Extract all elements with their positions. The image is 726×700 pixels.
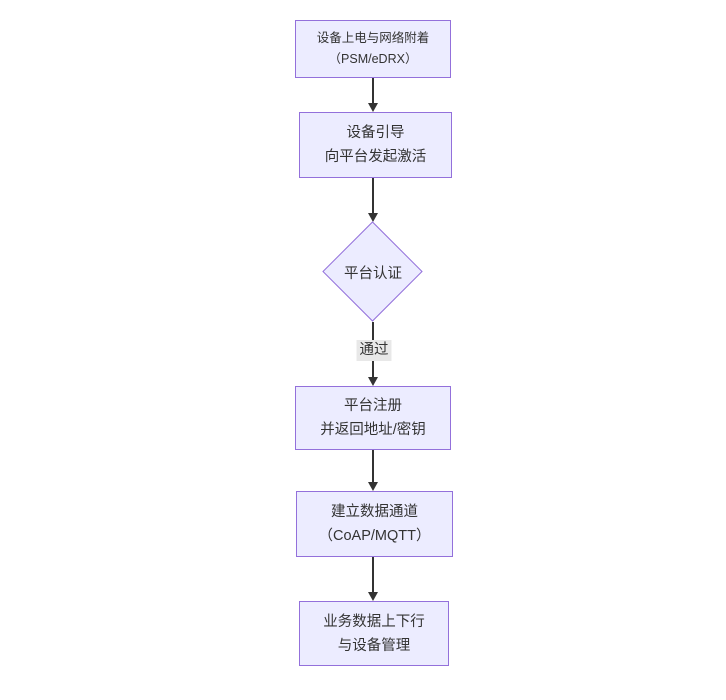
node-data-channel-line1: 建立数据通道 (331, 504, 418, 520)
node-data-channel-line2: （CoAP/MQTT） (318, 528, 431, 544)
arrowhead-down-icon (368, 213, 378, 222)
node-business-line2: 与设备管理 (337, 637, 411, 654)
node-register-line2: 并返回地址/密钥 (320, 422, 426, 438)
arrowhead-down-icon (368, 482, 378, 491)
node-register: 平台注册 并返回地址/密钥 (295, 386, 451, 450)
node-power-attach-line2: （PSM/eDRX） (328, 52, 418, 66)
node-bootstrap: 设备引导 向平台发起激活 (299, 112, 452, 178)
node-power-attach-line1: 设备上电与网络附着 (316, 31, 430, 45)
edge-channel-to-business (372, 557, 374, 594)
arrowhead-down-icon (368, 377, 378, 386)
arrowhead-down-icon (368, 103, 378, 112)
edge-bootstrap-to-auth (372, 178, 374, 214)
edge-label-pass: 通过 (356, 340, 392, 361)
edge-register-to-channel (372, 450, 374, 484)
node-bootstrap-line1: 设备引导 (346, 125, 405, 141)
arrowhead-down-icon (368, 592, 378, 601)
edge-power-to-bootstrap (372, 78, 374, 105)
node-auth-label: 平台认证 (344, 265, 402, 282)
node-business-line1: 业务数据上下行 (323, 613, 425, 630)
node-business: 业务数据上下行 与设备管理 (299, 601, 449, 666)
node-bootstrap-line2: 向平台发起激活 (324, 149, 427, 165)
node-data-channel: 建立数据通道 （CoAP/MQTT） (296, 491, 453, 557)
node-register-line1: 平台注册 (344, 398, 402, 414)
node-power-attach: 设备上电与网络附着 （PSM/eDRX） (295, 20, 451, 78)
